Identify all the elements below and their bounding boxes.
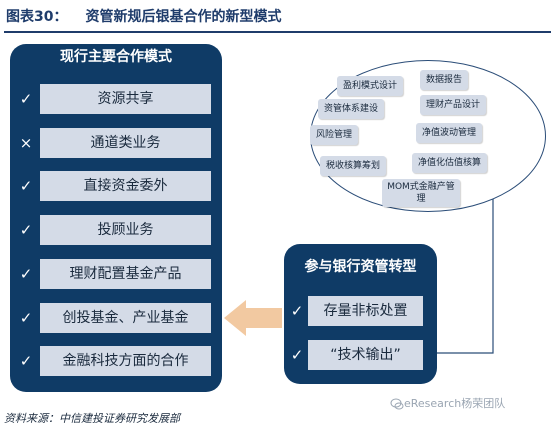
transformation-item-tech-output: “技术输出” xyxy=(308,340,423,370)
check-icon: ✓ xyxy=(19,177,33,195)
capability-tag: 风险管理 xyxy=(310,125,359,145)
mode-item-direct-outsourcing: 直接资金委外 xyxy=(40,171,211,201)
wechat-icon xyxy=(390,398,404,410)
check-icon: ✓ xyxy=(19,221,33,239)
mode-item-fund-allocation: 理财配置基金产品 xyxy=(40,259,211,289)
mode-item-fintech: 金融科技方面的合作 xyxy=(40,346,211,376)
header-rule xyxy=(4,31,551,33)
capability-tag: 资管体系建设 xyxy=(318,99,385,119)
capability-tag: 税收核算筹划 xyxy=(320,156,387,176)
check-icon: ✓ xyxy=(19,265,33,283)
left-arrow xyxy=(224,300,282,336)
figure-title: 资管新规后银基合作的新型模式 xyxy=(85,9,282,25)
capability-tag: 净值化估值核算 xyxy=(412,153,488,173)
check-icon: ✓ xyxy=(290,346,304,364)
capability-tag: MOM式金融产管理 xyxy=(382,179,460,207)
current-modes-title: 现行主要合作模式 xyxy=(60,49,172,65)
check-icon: ✓ xyxy=(290,302,304,320)
figure-header: 图表30： 资管新规后银基合作的新型模式 xyxy=(6,4,281,30)
mode-item-resource-sharing: 资源共享 xyxy=(40,84,211,114)
cross-icon: × xyxy=(19,134,33,152)
check-icon: ✓ xyxy=(19,309,33,327)
capability-tag: 盈利模式设计 xyxy=(337,76,404,96)
capability-tag: 理财产品设计 xyxy=(420,95,487,115)
transformation-title: 参与银行资管转型 xyxy=(304,259,417,275)
watermark: eResearch杨荣团队 xyxy=(404,397,506,410)
mode-item-venture-funds: 创投基金、产业基金 xyxy=(40,303,211,333)
check-icon: ✓ xyxy=(19,352,33,370)
capability-tag: 净值波动管理 xyxy=(416,123,483,143)
figure-label: 图表30： xyxy=(6,9,68,25)
check-icon: ✓ xyxy=(19,90,33,108)
transformation-item-nonstandard: 存量非标处置 xyxy=(308,296,423,326)
source-note: 资料来源：中信建投证券研究发展部 xyxy=(4,412,180,425)
capability-tag: 数据报告 xyxy=(420,70,469,90)
mode-item-advisory: 投顾业务 xyxy=(40,215,211,245)
mode-item-channel-business: 通道类业务 xyxy=(40,128,211,158)
